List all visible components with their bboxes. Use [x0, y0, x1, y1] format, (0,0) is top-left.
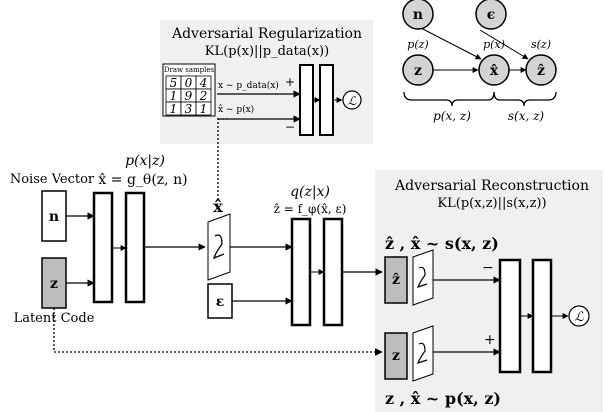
- xhat-label: x̂: [213, 197, 223, 216]
- digit-label: 9: [185, 89, 193, 103]
- draw-samples-label: Draw samples: [164, 66, 215, 74]
- svg-text:ϵ: ϵ: [487, 7, 496, 23]
- zhat-box: ẑ: [384, 256, 408, 304]
- digit-label: 5: [170, 76, 178, 90]
- noise-vector-label: Noise Vector: [10, 172, 95, 187]
- rec-plus-sign: +: [484, 332, 496, 348]
- reg-minus-sign: −: [285, 120, 295, 134]
- svg-text:ℒ: ℒ: [574, 310, 584, 325]
- noise-vector-box: n: [41, 190, 67, 242]
- latent-code-box: z: [41, 257, 67, 309]
- generator-layer-2: [124, 191, 146, 304]
- graph-label-sz: s(z): [531, 38, 551, 51]
- digit-label: 3: [185, 102, 193, 116]
- latent-to-rec-dotted: [53, 308, 383, 356]
- brace-left-label: p(x, z): [433, 109, 471, 123]
- adv-regularization-panel: Adversarial Regularization KL(p(x)||p_da…: [160, 20, 373, 144]
- eps-box: ε: [207, 283, 233, 319]
- brace-right-label: s(x, z): [508, 109, 545, 123]
- rec-loss-icon: ℒ: [568, 305, 590, 327]
- generator-title: p(x|z): [125, 153, 165, 169]
- svg-text:ℒ: ℒ: [348, 94, 357, 108]
- graph-node-n: n: [402, 0, 434, 30]
- svg-text:ẑ: ẑ: [392, 272, 400, 288]
- rec-minus-sign: −: [482, 260, 494, 276]
- z-box: z: [384, 332, 408, 380]
- reg-loss-icon: ℒ: [342, 90, 362, 110]
- rec-discriminator-layer-1: [498, 258, 522, 374]
- svg-text:ε: ε: [216, 294, 225, 310]
- svg-text:z: z: [392, 348, 400, 364]
- svg-text:z: z: [414, 63, 422, 79]
- digit-cell: [195, 101, 212, 116]
- real-sample-label: x ~ p_data(x): [218, 80, 279, 91]
- rec-top-sample-image: [412, 249, 434, 306]
- rec-bottom-label: z , x̂ ~ p(x, z): [385, 389, 501, 408]
- svg-text:ẑ: ẑ: [537, 63, 545, 79]
- generator-formula: x̂ = g_θ(z, n): [98, 172, 187, 188]
- graphical-model: n ϵ z x̂ ẑ p(z) p(x) s(z) p(x, z) s(x, z…: [402, 0, 557, 123]
- encoder-title: q(z|x): [290, 184, 330, 200]
- svg-text:n: n: [413, 7, 423, 23]
- adv-reg-title: Adversarial Regularization: [171, 26, 362, 42]
- svg-text:z: z: [50, 276, 58, 292]
- graph-node-x: x̂: [478, 54, 510, 86]
- reg-discriminator-layer-2: [319, 64, 334, 136]
- encoder-layer-2: [322, 217, 344, 327]
- graph-node-zhat: ẑ: [525, 54, 557, 86]
- latent-code-label: Latent Code: [14, 311, 95, 326]
- brace-right: [493, 91, 557, 107]
- adv-reg-kl: KL(p(x)||p_data(x)): [205, 44, 329, 59]
- graph-label-px: p(x): [483, 38, 505, 51]
- digit-label: 0: [185, 76, 193, 90]
- encoder-layer-1: [290, 217, 312, 327]
- rec-discriminator-layer-2: [531, 258, 553, 374]
- svg-text:n: n: [49, 209, 59, 225]
- graph-node-eps: ϵ: [475, 0, 507, 30]
- digit-label: 1: [200, 102, 208, 116]
- digit-label: 1: [170, 102, 178, 116]
- graph-node-z: z: [402, 54, 434, 86]
- adv-rec-kl: KL(p(x,z)||s(x,z)): [437, 196, 546, 211]
- digit-label: 1: [170, 89, 178, 103]
- encoder-formula: ẑ = f_φ(x̂, ε): [274, 202, 347, 216]
- digit-label: 2: [199, 89, 208, 103]
- adv-reconstruction-panel: Adversarial Reconstruction KL(p(x,z)||s(…: [375, 170, 603, 412]
- digit-label: 4: [199, 76, 208, 90]
- rec-top-label: ẑ , x̂ ~ s(x, z): [385, 234, 499, 253]
- rec-bottom-sample-image: [412, 325, 434, 382]
- reg-discriminator-layer-1: [299, 64, 314, 136]
- fake-sample-label: x̂ ~ p(x): [218, 104, 254, 115]
- brace-left: [403, 91, 495, 107]
- svg-text:x̂: x̂: [490, 63, 499, 79]
- generator-layer-1: [92, 191, 114, 304]
- generated-sample-image: [207, 213, 231, 281]
- reg-plus-sign: +: [285, 75, 295, 89]
- graph-label-pz: p(z): [407, 38, 428, 51]
- adv-rec-title: Adversarial Reconstruction: [394, 178, 589, 194]
